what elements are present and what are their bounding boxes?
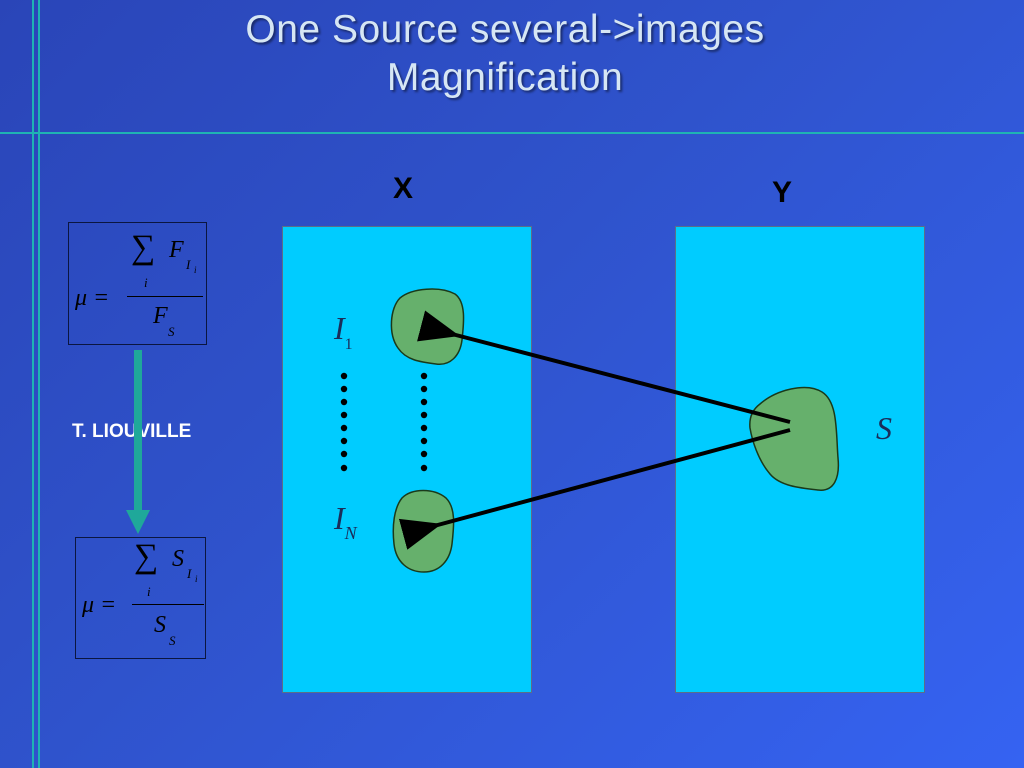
formula-flux: μ = ∑ i F I i F S [68, 222, 207, 345]
title-line-1: One Source several->images [245, 8, 765, 51]
sum-symbol: ∑ [134, 538, 159, 575]
panel-y-label: Y [772, 176, 793, 209]
numerator-subscript: I [187, 566, 192, 581]
formula-area: μ = ∑ i S I i S S [75, 537, 206, 659]
denominator-symbol: F [153, 303, 168, 329]
frame-horizontal-line [0, 132, 1024, 134]
numerator-sub-subscript: i [195, 574, 198, 584]
liouville-credit: T. LIOUVILLE [72, 421, 192, 442]
image-blob-last [392, 489, 455, 573]
panel-x-label: X [393, 172, 414, 205]
liouville-arrow-head [126, 510, 150, 534]
fraction-bar [127, 296, 203, 297]
dotted-column-labels [340, 372, 348, 472]
fraction-bar [132, 604, 204, 605]
numerator-sub-subscript: i [194, 265, 197, 275]
numerator-symbol: F [169, 237, 184, 263]
denominator-subscript: S [169, 633, 176, 648]
frame-vertical-line-1 [32, 0, 34, 768]
ray-arrow-to-last-image [398, 428, 791, 550]
source-label: S [876, 410, 892, 446]
sum-index: i [144, 275, 148, 290]
sum-index: i [147, 584, 151, 599]
image-label-first: I1 [334, 310, 353, 353]
dotted-column-images [420, 372, 428, 472]
denominator-symbol: S [154, 612, 166, 638]
slide-title: One Source several->images Magnification [0, 6, 1010, 102]
denominator-subscript: S [168, 324, 175, 339]
formula-lhs: μ = [75, 285, 110, 311]
image-blob-first [390, 288, 465, 365]
formula-lhs: μ = [82, 592, 117, 618]
source-blob [749, 386, 840, 491]
image-label-last: IN [334, 500, 357, 543]
numerator-symbol: S [172, 546, 184, 572]
ray-arrow-to-first-image [417, 310, 791, 424]
frame-vertical-line-2 [38, 0, 40, 768]
numerator-subscript: I [186, 257, 191, 272]
title-line-2: Magnification [386, 56, 624, 99]
sum-symbol: ∑ [131, 229, 156, 266]
